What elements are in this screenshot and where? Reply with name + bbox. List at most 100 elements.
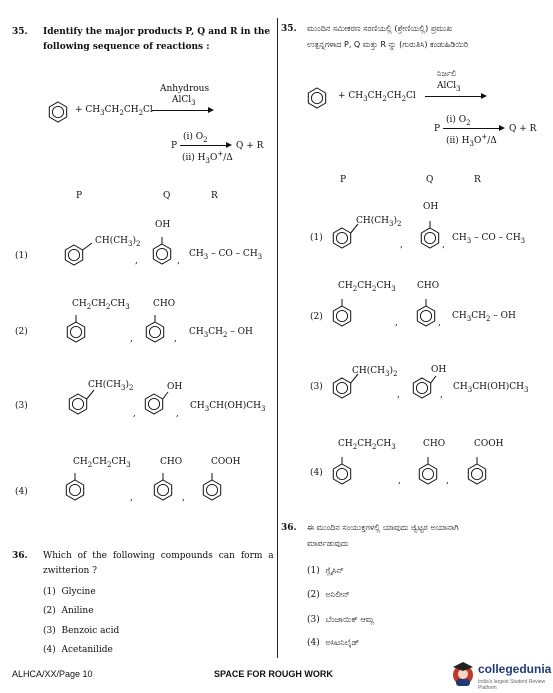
q35-number-kn: 35. [281,24,297,34]
p-substituent-kn: CH2CH2CH3 [338,439,396,451]
q-substituent-kn: OH [423,202,439,212]
q36-option-4-kn[interactable]: (4) ಅಸಿಟನಿಲೈಡ್ [307,638,360,648]
p-substituent: CH(CH3)2 [95,236,141,248]
q-substituent: CHO [160,457,183,467]
benzoic-acid-structure-icon [467,456,487,485]
benzaldehyde-structure-icon [145,314,165,343]
benzaldehyde-structure-icon [153,472,173,501]
benzaldehyde-structure-icon [416,298,436,327]
reaction-arrow-2 [180,142,232,148]
q36-option-2[interactable]: (2) Aniline [43,606,94,616]
q-substituent: OH [167,382,183,392]
reagent-below-kn: AlCl3 [437,81,461,93]
separator: , [130,493,133,503]
column-divider [277,18,278,658]
phenol-structure-icon [152,236,172,265]
propylbenzene-structure-icon [65,472,85,501]
propylbenzene-structure-icon [332,456,352,485]
reaction-arrow-1-kn [425,93,487,99]
propylbenzene-structure-icon [332,298,352,327]
reaction-arrow-2-kn [443,125,505,131]
col-R-kn: R [474,175,481,185]
separator: , [398,476,401,486]
separator: , [442,240,445,250]
r-compound-kn: CH3 – CO – CH3 [452,233,526,245]
r-substituent-kn: COOH [474,439,504,449]
p-substituent: CH(CH3)2 [88,380,134,392]
p-substituent: CH2CH2CH3 [72,299,130,311]
q36-option-1-kn[interactable]: (1) ಗ್ಲೈಸಿನ್ [307,566,344,576]
separator: , [395,318,398,328]
separator: , [135,256,138,266]
q36-option-3[interactable]: (3) Benzoic acid [43,626,120,636]
separator: , [397,390,400,400]
step2-reagent2: (ii) H3O+/Δ [182,150,233,165]
option-label[interactable]: (2) [15,327,28,337]
q36-text-line1: Which of the following compounds can for… [43,551,274,561]
propylbenzene-structure-icon [66,314,86,343]
r-compound-kn: CH3CH(OH)CH3 [453,382,529,394]
separator: , [400,240,403,250]
option-label[interactable]: (1) [15,251,28,261]
reagent-above: Anhydrous [160,84,210,94]
p-substituent-kn: CH(CH3)2 [352,366,398,378]
brand-name: collegedunia [478,662,552,676]
cumene-structure-icon [64,242,93,266]
separator: , [177,256,180,266]
col-Q-kn: Q [426,175,434,185]
p-substituent-kn: CH(CH3)2 [356,216,402,228]
option-label-kn[interactable]: (3) [310,382,323,392]
benzaldehyde-structure-icon [418,456,438,485]
reagent-below: AlCl3 [172,95,196,107]
reaction-arrow-1 [152,107,214,113]
cumene-structure-icon [68,389,95,415]
separator: , [174,334,177,344]
r-substituent: COOH [211,457,241,467]
option-label[interactable]: (3) [15,401,28,411]
separator: , [438,318,441,328]
page-number: ALHCA/XX/Page 10 [12,669,93,679]
r-compound: CH3 – CO – CH3 [189,249,263,261]
separator: , [446,476,449,486]
q-substituent-kn: CHO [423,439,446,449]
col-P-kn: P [340,175,347,185]
q36-option-2-kn[interactable]: (2) ಅನಿಲೀನ್ [307,590,350,600]
phenol-structure-icon [144,391,169,415]
q-substituent-kn: OH [431,365,447,375]
step2-reagent2-kn: (ii) H3O+/Δ [446,133,497,148]
reactant-label-kn: + CH3CH2CH2Cl [338,91,416,103]
cumene-structure-icon [332,373,359,399]
p-substituent-kn: CH2CH2CH3 [338,281,396,293]
q36-text-line2: zwitterion ? [43,566,97,576]
option-label-kn[interactable]: (1) [310,233,323,243]
separator: , [182,493,185,503]
separator: , [133,409,136,419]
q36-text-kn-line1: ಈ ಮುಂದಿನ ಸಂಯುಕ್ತಗಳಲ್ಲಿ ಯಾವುದು ಜ್ವಿಟ್ಟರ ಅ… [307,523,459,532]
q35-number: 35. [12,27,28,37]
reagent-above-kn: ನಿರ್ಜಲಿ [437,69,457,78]
q35-text-kn-line2: ಉತ್ಪನ್ನಗಳಾದ P, Q ಮತ್ತು R ನ್ನು (ಗುರುತಿಸಿ)… [307,40,469,49]
option-label-kn[interactable]: (2) [310,312,323,322]
q-substituent: CHO [153,299,176,309]
col-P: P [76,191,83,201]
separator: , [440,390,443,400]
q36-option-3-kn[interactable]: (3) ಬೆಂಜಾಯಿಕ್ ಆಮ್ಲ [307,615,375,625]
q36-number-kn: 36. [281,523,297,533]
step2-products-kn: Q + R [509,124,537,134]
option-label[interactable]: (4) [15,487,28,497]
q35-text-kn-line1: ಮುಂದಿನ ಸಮೀಕರಣ ಸರಣಿಯಲ್ಲಿ (ಶ್ರೇಣಿಯಲ್ಲಿ) ಪ್… [307,24,453,33]
q36-text-kn-line2: ಮಾರ್ಪಡುವುದು [307,539,349,548]
r-compound-kn: CH3CH2 – OH [452,311,516,323]
separator: , [130,334,133,344]
q35-text-line2: following sequence of reactions : [43,42,210,52]
q36-option-4[interactable]: (4) Acetanilide [43,645,113,655]
separator: , [176,409,179,419]
step2-reagent1: (i) O2 [183,132,208,144]
benzene-reactant-icon [307,87,327,109]
option-label-kn[interactable]: (4) [310,468,323,478]
rough-work-label: SPACE FOR ROUGH WORK [214,669,333,679]
q36-option-1[interactable]: (1) Glycine [43,587,96,597]
q-substituent-kn: CHO [417,281,440,291]
r-compound: CH3CH2 – OH [189,327,253,339]
step2-P: P [171,141,178,151]
